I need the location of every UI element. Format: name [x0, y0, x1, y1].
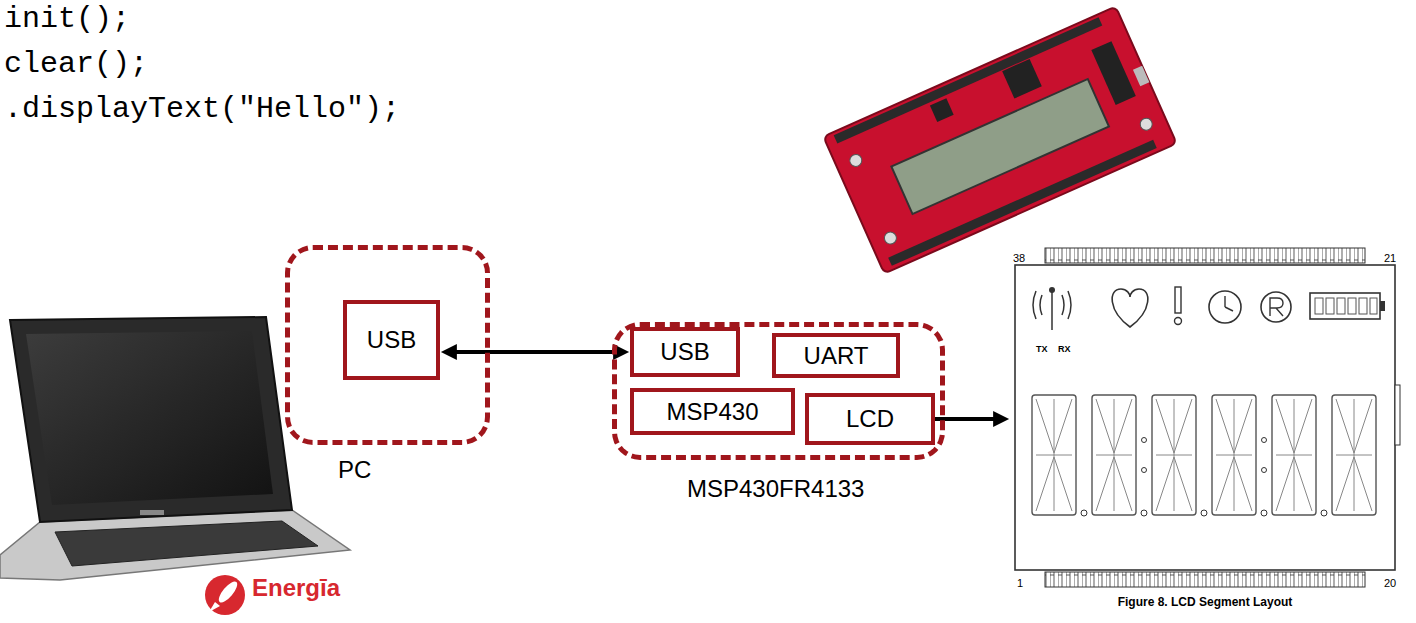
- illustration-part: [1092, 395, 1136, 515]
- launchpad-board: [823, 6, 1176, 273]
- pin-number: 20: [1384, 577, 1396, 589]
- label-slot: RX: [1058, 338, 1071, 356]
- illustration-part: [1262, 438, 1267, 443]
- illustration-part: [1321, 510, 1327, 516]
- illustration-part: [930, 98, 954, 122]
- illustration-part: [1270, 298, 1283, 316]
- illustration-part: [1045, 572, 1365, 587]
- box-label: MSP430: [666, 398, 758, 426]
- box-label: USB: [367, 326, 416, 354]
- module-box: LCD: [805, 393, 935, 445]
- illustration-part: [1175, 287, 1181, 313]
- illustration-part: [1032, 395, 1076, 515]
- label-slot: 20: [1384, 573, 1396, 591]
- label-slot: TX: [1036, 338, 1048, 356]
- illustration-part: [1225, 296, 1233, 311]
- module-box: UART: [772, 333, 900, 378]
- illustration-part: [1348, 298, 1356, 314]
- illustration-part: [1015, 265, 1395, 570]
- label-slot: 21: [1384, 248, 1396, 266]
- illustration-part: [1045, 248, 1365, 263]
- label-slot: init();: [4, 2, 130, 36]
- group-heading: PC: [338, 456, 371, 484]
- connector-arrow: [935, 417, 1002, 421]
- illustration-part: [848, 152, 864, 168]
- illustration-part: [1112, 289, 1148, 327]
- device-group: PCUSB: [285, 245, 490, 445]
- illustration-part: [1326, 298, 1334, 314]
- label-slot: clear();: [4, 47, 148, 81]
- illustration-part: [1310, 293, 1380, 319]
- illustration-part: [823, 6, 1176, 273]
- illustration-part: [1033, 290, 1071, 330]
- illustration-part: [1091, 41, 1136, 105]
- illustration-part: [209, 602, 220, 612]
- illustration-part: [26, 331, 273, 505]
- logo-text: Energīa: [252, 574, 340, 602]
- energia-logo: [205, 575, 245, 615]
- illustration-part: [1370, 298, 1377, 314]
- box-label: UART: [804, 342, 869, 370]
- connector-arrow: [448, 350, 622, 354]
- illustration-part: [888, 140, 1157, 266]
- pin-number: 1: [1017, 577, 1023, 589]
- illustration-part: [1138, 116, 1154, 132]
- illustration-part: [205, 575, 245, 615]
- illustration-part: [1081, 510, 1087, 516]
- illustration-part: [1272, 395, 1316, 515]
- pin-number: 21: [1384, 252, 1396, 264]
- module-box: USB: [630, 327, 740, 377]
- illustration-part: [55, 521, 318, 566]
- illustration-part: [882, 230, 898, 246]
- icon-label: TX: [1036, 344, 1048, 354]
- illustration-part: [1049, 287, 1055, 293]
- figure-caption: Figure 8. LCD Segment Layout: [1010, 595, 1400, 609]
- illustration-part: [1315, 298, 1323, 314]
- illustration-part: [216, 579, 240, 605]
- illustration-part: [1359, 298, 1367, 314]
- label-slot: 38: [1013, 248, 1025, 266]
- illustration-part: [1380, 301, 1385, 311]
- illustration-part: [1142, 468, 1147, 473]
- illustration-part: [1337, 298, 1345, 314]
- illustration-part: [140, 510, 164, 515]
- illustration-part: [1142, 438, 1147, 443]
- laptop-illustration: [0, 317, 350, 580]
- illustration-part: [1209, 291, 1241, 323]
- illustration-part: [1212, 395, 1256, 515]
- box-label: LCD: [846, 405, 894, 433]
- lcd-figure: Figure 8. LCD Segment Layout: [1010, 245, 1400, 615]
- illustration-part: [834, 17, 1103, 143]
- illustration-part: [1261, 292, 1291, 322]
- pin-number: 38: [1013, 252, 1025, 264]
- group-heading: MSP430FR4133: [687, 475, 864, 503]
- illustration-part: [1133, 66, 1149, 87]
- module-box: MSP430: [630, 388, 795, 435]
- code-line: .displayText("Hello");: [4, 92, 400, 126]
- illustration-part: [1152, 395, 1196, 515]
- label-slot: Energīa: [252, 574, 340, 602]
- module-box: USB: [343, 300, 440, 380]
- illustration-part: [1201, 510, 1207, 516]
- box-label: USB: [660, 338, 709, 366]
- illustration-part: [1395, 385, 1400, 445]
- illustration-part: [10, 317, 292, 522]
- label-slot: 1: [1017, 573, 1023, 591]
- device-group: MSP430FR4133USBUARTMSP430LCD: [612, 322, 945, 460]
- illustration-part: [1261, 510, 1267, 516]
- illustration-part: [1175, 318, 1182, 325]
- illustration-part: [1262, 468, 1267, 473]
- code-line: init();: [4, 2, 130, 36]
- illustration-part: [1141, 510, 1147, 516]
- code-line: clear();: [4, 47, 148, 81]
- illustration-part: [1332, 395, 1376, 515]
- lcd-segment-figure: [1015, 248, 1400, 587]
- label-slot: .displayText("Hello");: [4, 92, 400, 126]
- icon-label: RX: [1058, 344, 1071, 354]
